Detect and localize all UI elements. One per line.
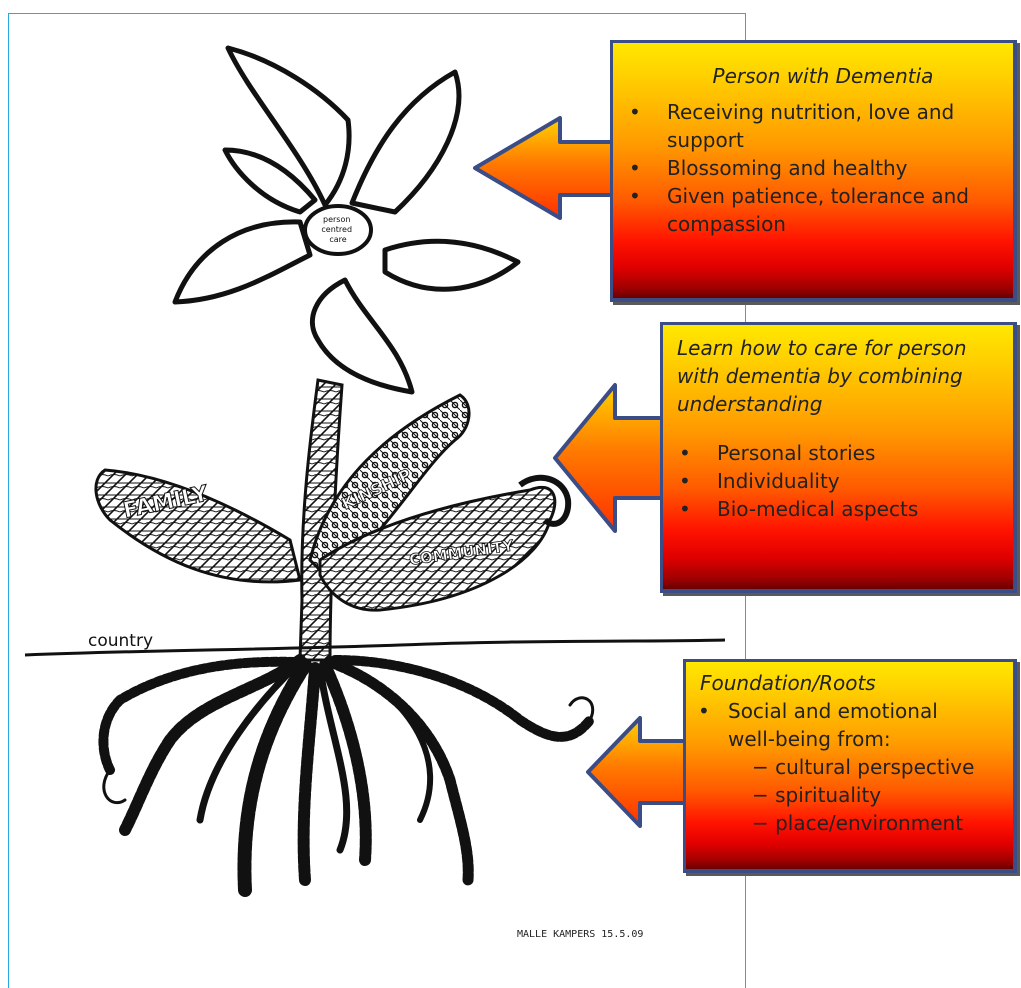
callout-heading: Foundation/Roots [686, 669, 1013, 697]
list-item-text: Social and emotional [728, 699, 938, 723]
petal [312, 280, 412, 392]
callout-list: Receiving nutrition, love and support Bl… [613, 98, 1013, 238]
callout-learn-how-to-care: Learn how to care for person with dement… [660, 322, 1017, 593]
list-item-text: Blossoming and healthy [667, 156, 908, 180]
callout-list: Social and emotional well-being from: [686, 697, 1013, 753]
flower-center-text: person [323, 215, 350, 224]
petal [175, 222, 310, 302]
flower-center-text: care [329, 235, 346, 244]
list-item-text: support [667, 128, 744, 152]
arrow-foundation [588, 718, 688, 826]
list-item-text: Receiving nutrition, love and [667, 100, 954, 124]
sub-item: − spirituality [686, 781, 1013, 809]
callout-heading: Person with Dementia [613, 62, 1013, 90]
list-item: Social and emotional well-being from: [686, 697, 1013, 753]
sub-item: − cultural perspective [686, 753, 1013, 781]
petal [352, 72, 459, 212]
arrow-learn [555, 385, 665, 531]
roots [103, 660, 592, 890]
callout-heading-line: with dementia by combining [677, 364, 963, 388]
callout-foundation-roots: Foundation/Roots Social and emotional we… [683, 659, 1017, 873]
list-item: Individuality [663, 467, 1013, 495]
list-item: Bio-medical aspects [663, 495, 1013, 523]
callout-list: Personal stories Individuality Bio-medic… [663, 439, 1013, 523]
list-item: Receiving nutrition, love and support [613, 98, 1013, 154]
callout-heading-line: Learn how to care for person [677, 336, 967, 360]
petal [385, 241, 518, 289]
list-item-text: well-being from: [728, 727, 891, 751]
sub-item: − place/environment [686, 809, 1013, 837]
arrow-person [475, 118, 615, 218]
artist-signature: MALLE KAMPERS 15.5.09 [517, 929, 643, 940]
list-item-text: compassion [667, 212, 786, 236]
list-item-text: Given patience, tolerance and [667, 184, 969, 208]
callout-person-with-dementia: Person with Dementia Receiving nutrition… [610, 40, 1017, 302]
list-item: Blossoming and healthy [613, 154, 1013, 182]
list-item: Personal stories [663, 439, 1013, 467]
callout-heading: Learn how to care for person with dement… [663, 334, 1013, 418]
list-item: Given patience, tolerance and compassion [613, 182, 1013, 238]
callout-heading-line: understanding [677, 392, 822, 416]
ground-label: country [88, 631, 153, 651]
flower-center-text: centred [321, 225, 352, 234]
